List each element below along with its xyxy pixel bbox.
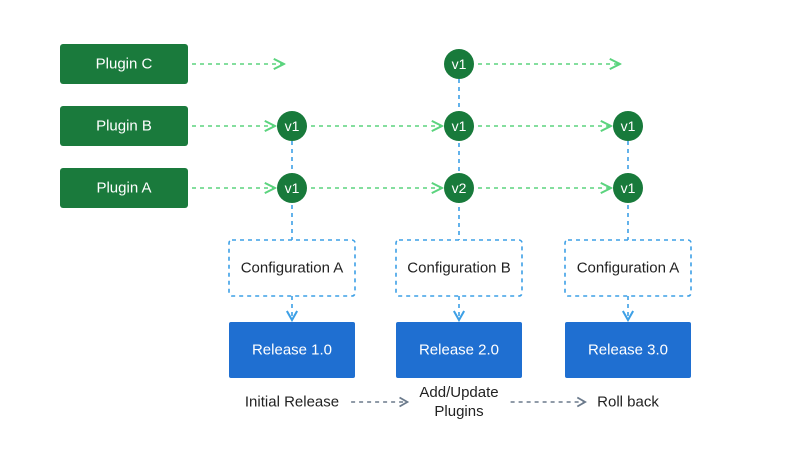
release-label: Release 2.0 [419, 342, 499, 359]
plugin-b-box: Plugin B [60, 106, 188, 146]
stage-label: Initial Release [245, 394, 339, 411]
version-label: v1 [621, 180, 636, 196]
version-label: v1 [285, 180, 300, 196]
release-box: Release 2.0 [396, 322, 522, 378]
stage-label-line: Plugins [434, 403, 483, 420]
version-label: v1 [285, 118, 300, 134]
plugin-c-box: Plugin C [60, 44, 188, 84]
stage-label: Roll back [597, 394, 659, 411]
stage-label-line: Initial Release [245, 394, 339, 411]
configuration-label: Configuration A [241, 260, 344, 277]
version-node: v2 [444, 173, 474, 203]
stage-label-line: Roll back [597, 394, 659, 411]
nodes-layer: Plugin C Plugin B Plugin A v1 v1 v1 v1 v1 v2 v1Co… [60, 44, 692, 420]
release-box: Release 3.0 [565, 322, 691, 378]
release-box: Release 1.0 [229, 322, 355, 378]
version-node: v1 [277, 111, 307, 141]
version-label: v1 [452, 56, 467, 72]
version-label: v1 [452, 118, 467, 134]
configuration-box: Configuration A [564, 239, 692, 297]
version-node: v1 [277, 173, 307, 203]
release-label: Release 3.0 [588, 342, 668, 359]
plugin-a-label: Plugin A [96, 180, 151, 197]
version-label: v1 [621, 118, 636, 134]
configuration-box: Configuration A [228, 239, 356, 297]
version-node: v1 [444, 49, 474, 79]
plugin-b-label: Plugin B [96, 118, 152, 135]
plugin-a-box: Plugin A [60, 168, 188, 208]
version-label: v2 [452, 180, 467, 196]
version-node: v1 [444, 111, 474, 141]
version-node: v1 [613, 173, 643, 203]
configuration-label: Configuration A [577, 260, 680, 277]
stage-label-line: Add/Update [419, 384, 498, 401]
release-label: Release 1.0 [252, 342, 332, 359]
configuration-box: Configuration B [395, 239, 523, 297]
configuration-label: Configuration B [407, 260, 510, 277]
version-node: v1 [613, 111, 643, 141]
plugin-c-label: Plugin C [96, 56, 153, 73]
